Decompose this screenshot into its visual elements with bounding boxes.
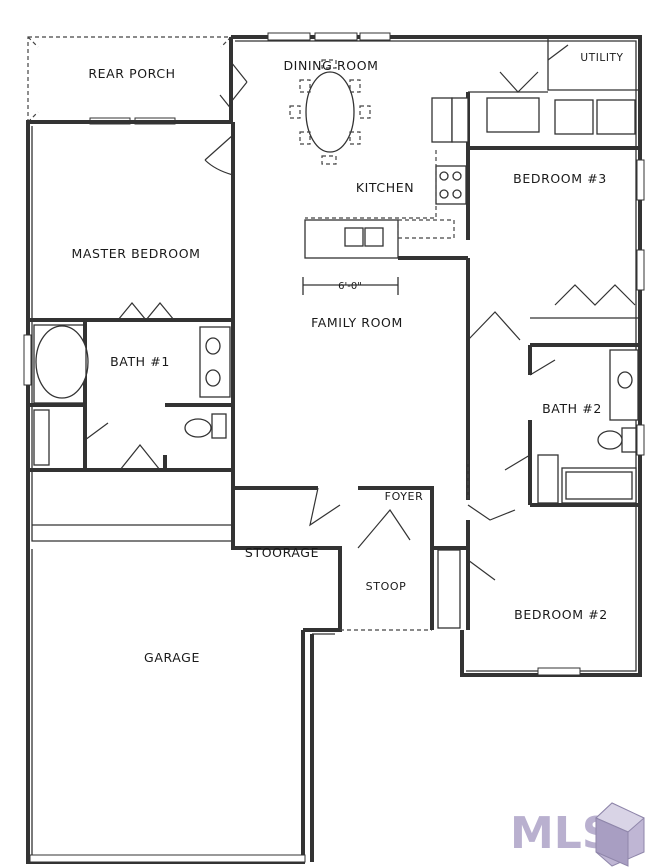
window [537, 667, 581, 676]
fixtures [29, 59, 639, 863]
window [636, 424, 645, 456]
window [267, 32, 311, 41]
label-garage: GARAGE [144, 650, 200, 665]
label-kitchen: KITCHEN [356, 180, 414, 195]
label-bath-1: BATH #1 [110, 354, 170, 369]
label-storage: STOORAGE [245, 545, 319, 560]
label-foyer: FOYER [385, 490, 424, 503]
label-master-bedroom: MASTER BEDROOM [71, 246, 200, 261]
mls-box-logo: MLS [510, 802, 645, 867]
label-stoop: STOOP [366, 580, 407, 593]
label-dining-room: DINING ROOM [283, 58, 378, 73]
dimension-line: 6'-0" [302, 277, 399, 295]
label-bedroom-2: BEDROOM #2 [514, 607, 608, 622]
window [23, 334, 32, 386]
window [636, 159, 645, 201]
logo-cube-icon [595, 802, 645, 867]
label-bath-2: BATH #2 [542, 401, 602, 416]
label-utility: UTILITY [580, 52, 623, 64]
window [314, 32, 358, 41]
label-bedroom-3: BEDROOM #3 [513, 171, 607, 186]
label-family-room: FAMILY ROOM [311, 315, 403, 330]
doors [84, 44, 636, 581]
label-rear-porch: REAR PORCH [88, 66, 175, 81]
dimension-label: 6'-0" [338, 281, 362, 292]
window [636, 249, 645, 291]
window [359, 32, 391, 41]
exterior-walls [26, 35, 642, 864]
